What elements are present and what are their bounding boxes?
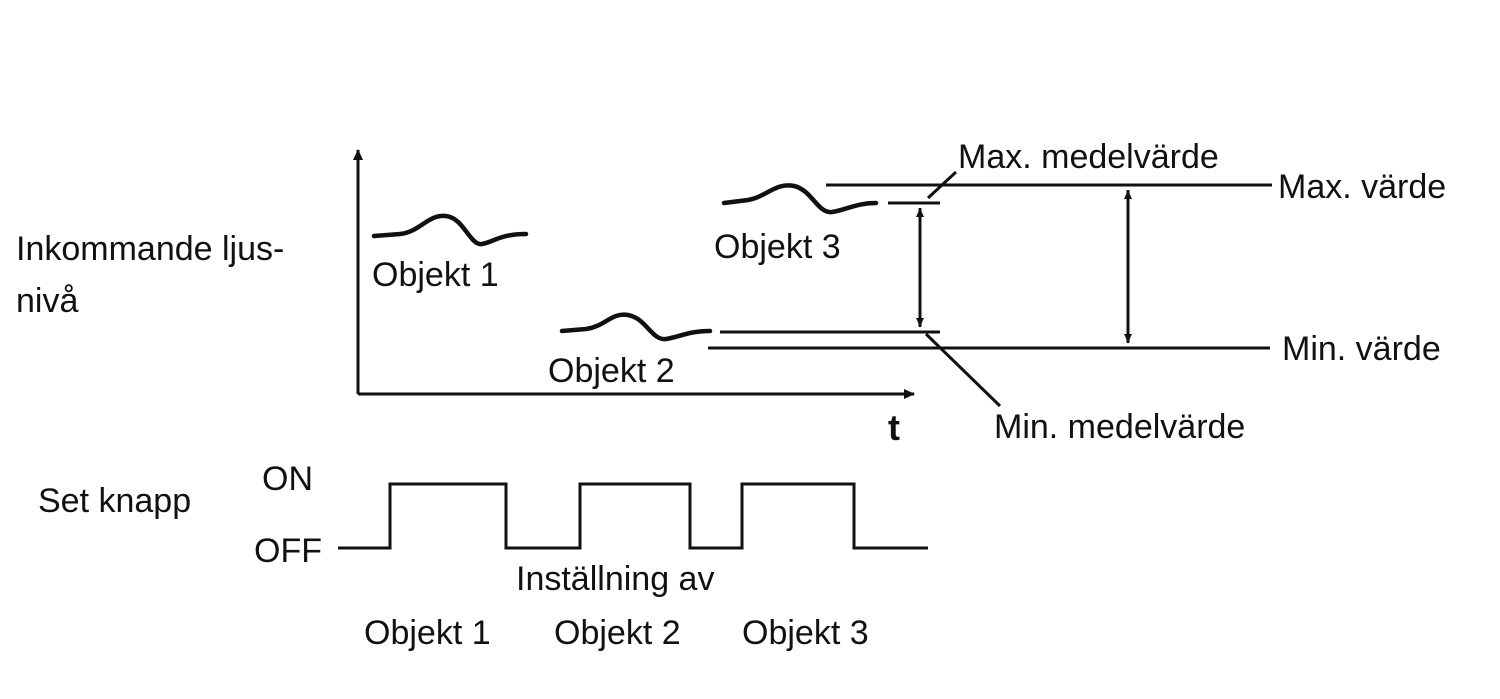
- max-mean-label: Max. medelvärde: [958, 138, 1219, 176]
- min-mean-label: Min. medelvärde: [994, 408, 1245, 446]
- object-3-signal-wave: [721, 183, 879, 215]
- object-3-label: Objekt 3: [714, 228, 841, 266]
- setting-step-object-2: Objekt 2: [554, 614, 681, 652]
- max-value-label: Max. värde: [1278, 168, 1446, 206]
- set-button-pulse-trace: [338, 482, 928, 550]
- object-1-label: Objekt 1: [372, 256, 499, 294]
- off-level-label: OFF: [254, 532, 322, 570]
- y-axis-label-line-2: nivå: [16, 282, 78, 320]
- min-mean-leader: [924, 332, 1002, 408]
- object-2-signal-wave: [559, 312, 713, 342]
- y-axis-label-line-1: Inkommande ljus-: [16, 230, 284, 268]
- on-level-label: ON: [262, 460, 313, 498]
- object-2-label: Objekt 2: [548, 352, 675, 390]
- setting-of-label: Inställning av: [516, 560, 714, 598]
- max-mean-leader: [926, 170, 958, 200]
- min-value-label: Min. värde: [1282, 330, 1441, 368]
- x-axis-label: t: [888, 407, 900, 448]
- object-1-signal-wave: [371, 213, 529, 247]
- setting-step-object-1: Objekt 1: [364, 614, 491, 652]
- setting-step-object-3: Objekt 3: [742, 614, 869, 652]
- set-button-label: Set knapp: [38, 482, 191, 520]
